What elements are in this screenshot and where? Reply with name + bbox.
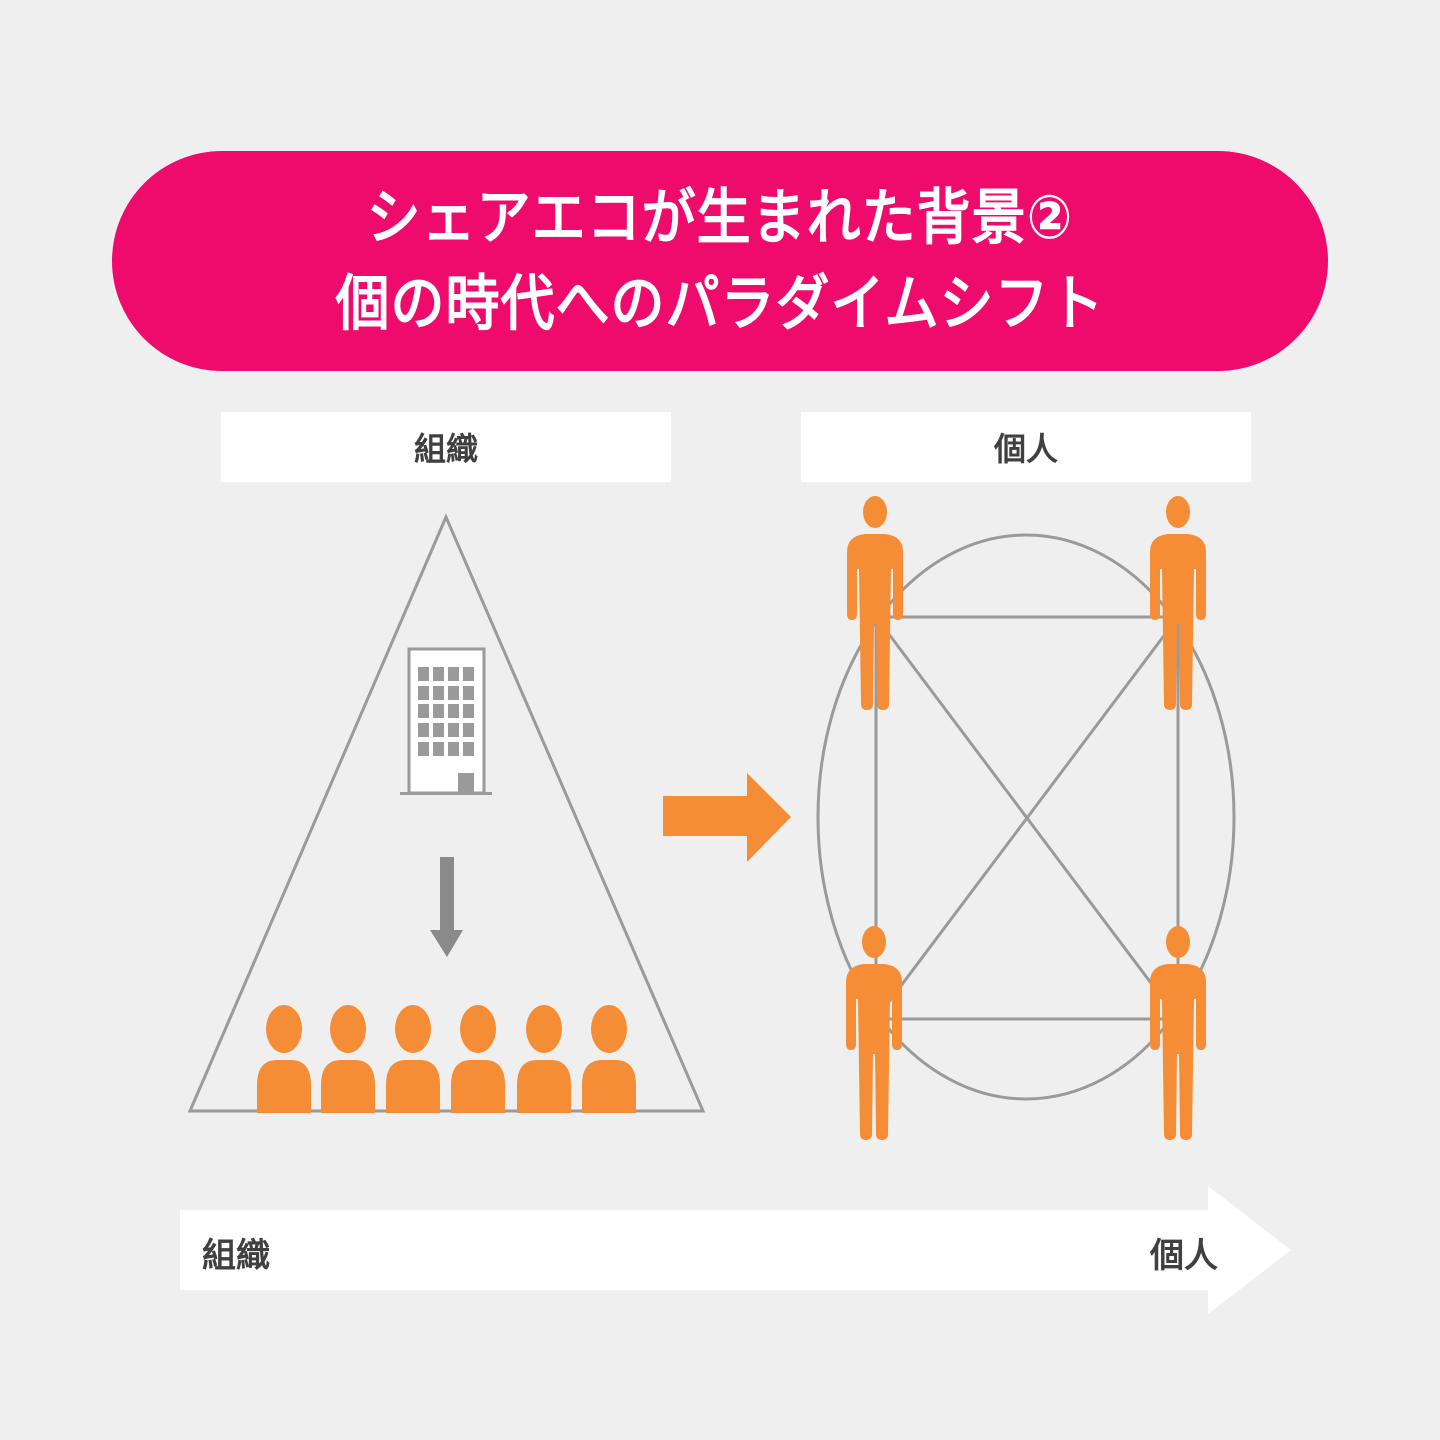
building-icon (400, 647, 492, 795)
organization-pyramid (187, 513, 706, 1113)
organization-to-individual-axis-arrow (180, 1186, 1291, 1314)
individual-label: 個人 (801, 412, 1251, 482)
group-of-six-people-icon (257, 1005, 636, 1113)
organization-label: 組織 (221, 412, 671, 482)
axis-start-label: 組織 (202, 1236, 270, 1276)
four-person-network-icon (816, 496, 1236, 1140)
title-line-2: 個の時代へのパラダイムシフト (335, 268, 1105, 339)
right-arrow-icon (663, 773, 791, 862)
axis-end-label: 個人 (1150, 1236, 1218, 1276)
down-arrow-icon (430, 857, 463, 957)
title-line-1: シェアエコが生まれた背景② (366, 182, 1074, 253)
title-banner: シェアエコが生まれた背景② 個の時代へのパラダイムシフト (112, 151, 1328, 371)
